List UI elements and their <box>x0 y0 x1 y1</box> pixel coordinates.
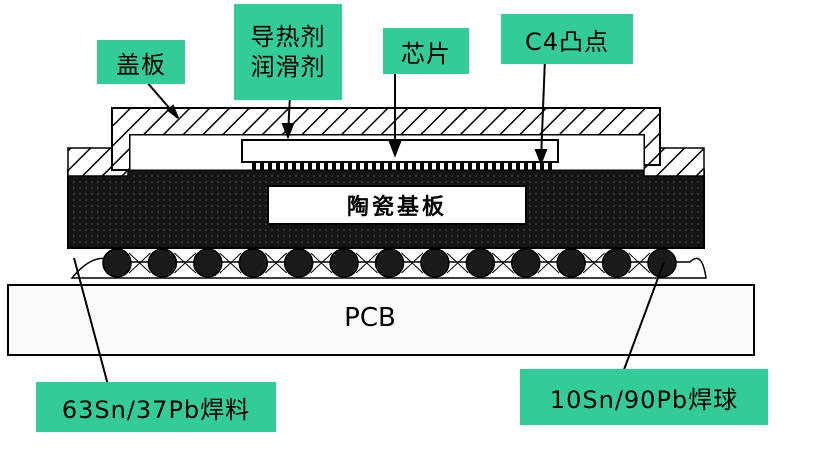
c4-bump-callout: C4凸点 <box>501 14 633 64</box>
c4-bump <box>364 162 368 170</box>
solder-ball <box>193 248 223 278</box>
solder-ball <box>465 248 496 278</box>
c4-bump <box>284 162 288 170</box>
c4-bump <box>300 162 304 170</box>
leader-lines <box>73 57 665 386</box>
ceramic-substrate-label-box <box>267 185 527 225</box>
solder-ball <box>556 248 586 278</box>
c4-bump <box>548 162 552 170</box>
c4-bump <box>500 162 504 170</box>
c4-bump <box>412 162 416 170</box>
c4-bump <box>460 162 464 170</box>
c4-bump <box>308 162 312 170</box>
tim-label-line2: 润滑剂 <box>250 53 326 81</box>
tim-leader-arrow <box>281 123 295 140</box>
solder-ball <box>147 248 178 278</box>
c4-bump <box>340 162 344 170</box>
solder-ball <box>374 248 405 278</box>
solder-joint-line <box>128 252 151 274</box>
solder-joint-line <box>264 252 288 274</box>
c4-leader-arrow <box>534 149 548 166</box>
solder-ball <box>329 248 359 278</box>
c4-bump <box>252 162 256 170</box>
c4-bump <box>532 162 536 170</box>
lid-label: 盖板 <box>116 50 166 79</box>
solder-ball <box>283 248 314 278</box>
c4-bump <box>324 162 328 170</box>
solder-ball-leader <box>621 261 665 376</box>
c4-bump <box>388 162 392 170</box>
solder-ball <box>511 248 541 278</box>
solder-ball-label: 10Sn/90Pb焊球 <box>549 385 739 414</box>
solder-ball-row <box>102 248 677 278</box>
solder-joint-lines <box>128 252 651 274</box>
solder-63sn-callout: 63Sn/37Pb焊料 <box>36 382 276 432</box>
pcb-label: PCB <box>344 303 396 333</box>
c4-bump <box>404 162 408 170</box>
c4-bump <box>316 162 320 170</box>
lid-leader-arrow <box>166 104 179 119</box>
c4-bump <box>436 162 440 170</box>
solder-joint-line <box>628 252 651 274</box>
solder-joint-line <box>491 252 515 274</box>
c4-bump <box>444 162 448 170</box>
c4-bump <box>508 162 512 170</box>
c4-bump <box>268 162 272 170</box>
solder-ball <box>601 248 632 278</box>
c4-bump <box>372 162 376 170</box>
c4-bump <box>380 162 384 170</box>
c4-bump <box>476 162 480 170</box>
c4-bump <box>540 162 544 170</box>
c4-bump <box>292 162 296 170</box>
c4-bump-label: C4凸点 <box>524 27 610 56</box>
lid-callout: 盖板 <box>97 40 185 84</box>
c4-bump <box>428 162 432 170</box>
c4-leader <box>540 57 546 161</box>
ceramic-substrate-label-wrap: 陶瓷基板 <box>268 186 526 224</box>
c4-bump-row <box>252 162 552 170</box>
solder-ball-callout: 10Sn/90Pb焊球 <box>520 369 768 425</box>
chip-label: 芯片 <box>401 39 451 68</box>
solder-joint-line <box>582 252 605 274</box>
c4-bump <box>356 162 360 170</box>
pcb-board <box>7 284 755 356</box>
solder-ball <box>420 248 450 278</box>
solder-ball <box>647 248 677 278</box>
pcb-label-wrap: PCB <box>320 298 420 338</box>
ceramic-substrate-label: 陶瓷基板 <box>346 195 447 220</box>
solder-joint-line <box>446 252 469 274</box>
c4-bump <box>260 162 264 170</box>
solder-63sn-label: 63Sn/37Pb焊料 <box>61 395 251 424</box>
c4-bump <box>332 162 336 170</box>
tim-label-line1: 导热剂 <box>250 23 326 51</box>
c4-bump <box>396 162 400 170</box>
c4-bump <box>468 162 472 170</box>
chip-callout: 芯片 <box>383 28 469 74</box>
c4-bump <box>524 162 528 170</box>
solder-ball <box>102 248 132 278</box>
c4-bump <box>452 162 456 170</box>
c4-bump <box>516 162 520 170</box>
c4-bump <box>484 162 488 170</box>
c4-bump <box>348 162 352 170</box>
solder-joint-line <box>219 252 242 274</box>
tim-callout: 导热剂 润滑剂 <box>234 4 342 100</box>
c4-bump <box>276 162 280 170</box>
solder-joint-line <box>310 252 333 274</box>
solder-joint-line <box>174 252 197 274</box>
c4-bump <box>492 162 496 170</box>
solder-joint-line <box>537 252 560 274</box>
c4-bump <box>420 162 424 170</box>
chip-leader-arrow <box>388 141 402 158</box>
solder-ball <box>238 248 268 278</box>
solder-joint-line <box>355 252 378 274</box>
solder-63sn-leader <box>73 257 109 386</box>
solder-joint-line <box>401 252 424 274</box>
